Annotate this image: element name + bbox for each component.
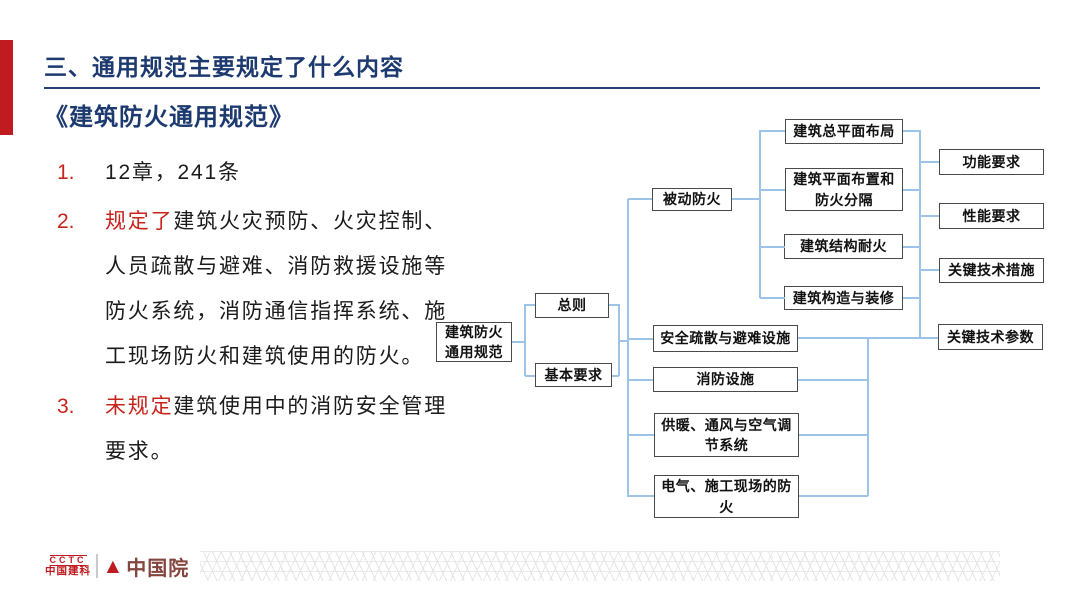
diagram-node-basic-requirements: 基本要求 [535,363,612,387]
zhongguoyuan-text: 中国院 [126,557,190,580]
diagram-node-plan-layout-fire-separation: 建筑平面布置和防火分隔 [785,168,903,211]
triangle-logo-icon: ▲ [102,554,124,578]
list-number: 2. [57,210,75,233]
company-logo: CCTC 中国建科 ▲ 中国院 [45,551,189,581]
diagram-node-performance-requirements: 性能要求 [939,203,1044,229]
subtitle: 《建筑防火通用规范》 [44,104,294,131]
diagram-node-evacuation-refuge: 安全疏散与避难设施 [653,325,798,352]
footer-stripe-pattern [200,551,1000,581]
list-number: 3. [57,395,75,418]
list-text: 规定了建筑火灾预防、火灾控制、 [105,210,448,233]
list-text: 12章，241条 [105,161,241,184]
list-item-2: 2. 规定了建筑火灾预防、火灾控制、 人员疏散与避难、消防救援设施等 防火系统，… [57,199,485,379]
list-item-3: 3. 未规定建筑使用中的消防安全管理 要求。 [57,384,485,474]
diagram-node-key-technical-parameters: 关键技术参数 [938,324,1043,350]
diagram-node-passive-fire-protection: 被动防火 [652,188,732,211]
accent-red-bar [0,40,13,135]
logo-divider [96,554,98,578]
title-underline [44,87,1040,89]
diagram-node-site-layout: 建筑总平面布局 [785,119,903,144]
diagram-node-general-rules: 总则 [535,293,609,318]
list-number: 1. [57,161,75,184]
list-text: 工现场防火和建筑使用的防火。 [105,345,425,368]
list-text: 要求。 [105,440,174,463]
list-text: 人员疏散与避难、消防救援设施等 [105,255,447,278]
diagram-node-construction-decoration: 建筑构造与装修 [784,286,903,310]
diagram-node-fire-facilities: 消防设施 [653,367,798,392]
page-title: 三、通用规范主要规定了什么内容 [44,54,404,80]
diagram-node-key-technical-measures: 关键技术措施 [939,258,1044,283]
diagram-node-root: 建筑防火通用规范 [436,322,512,362]
list-text: 未规定建筑使用中的消防安全管理 [105,395,448,418]
diagram-node-functional-requirements: 功能要求 [939,149,1044,175]
list-item-1: 1. 12章，241条 [57,150,485,195]
cctc-text: CCTC [49,554,87,567]
cctc-logo: CCTC 中国建科 [45,554,91,578]
diagram-node-hvac-systems: 供暖、通风与空气调节系统 [654,413,799,457]
diagram-node-structure-fire-resistance: 建筑结构耐火 [784,234,903,259]
diagram-node-electrical-construction-site: 电气、施工现场的防火 [654,475,799,518]
list-text: 防火系统，消防通信指挥系统、施 [105,300,447,323]
jianke-text: 中国建科 [45,565,91,578]
